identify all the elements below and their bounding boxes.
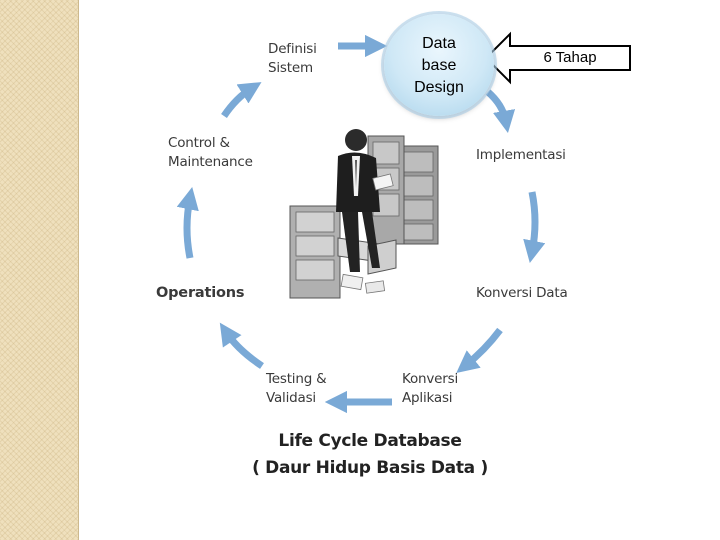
cycle-arrow-2 [485,89,516,134]
konversi-aplikasi-line-2: Aplikasi [402,390,453,406]
definisi-line-1: Definisi [268,41,317,57]
database-design-line-3: Design [414,79,464,96]
database-design-line-1: Data [422,35,456,52]
control-line-1: Control & [168,135,230,151]
stage-label-database-design: Data base Design [384,33,494,99]
stage-label-operations: Operations [156,284,244,303]
cycle-arrow-7 [176,187,199,259]
stage-label-konversi-aplikasi: Konversi Aplikasi [402,370,458,408]
implementasi-line-1: Implementasi [476,147,566,163]
cycle-arrow-6 [219,322,264,369]
cycle-arrow-3 [523,191,546,263]
callout-label: 6 Tahap [543,49,597,66]
database-design-line-2: base [421,57,457,74]
callout-arrow [484,31,631,85]
cycle-arrow-4 [456,327,503,373]
stage-label-control-maintenance: Control & Maintenance [168,134,253,172]
cycle-arrow-8 [221,82,262,118]
database-design-circle [384,14,494,116]
caption-subtitle: ( Daur Hidup Basis Data ) [252,458,488,478]
control-line-2: Maintenance [168,154,253,170]
definisi-line-2: Sistem [268,60,313,76]
testing-line-1: Testing & [266,371,327,387]
testing-line-2: Validasi [266,390,316,406]
businessman-filing-cabinets-icon [289,129,439,299]
diagram-caption: Life Cycle Database ( Daur Hidup Basis D… [250,428,490,482]
caption-title: Life Cycle Database [278,431,462,451]
konversi-data-line-1: Konversi Data [476,285,568,301]
stage-label-konversi-data: Konversi Data [476,284,568,303]
stage-label-definisi-sistem: Definisi Sistem [268,40,317,78]
konversi-aplikasi-line-1: Konversi [402,371,459,387]
stage-label-implementasi: Implementasi [476,146,566,165]
operations-line-1: Operations [156,285,245,301]
stage-label-testing-validasi: Testing & Validasi [266,370,327,408]
decorative-sidebar [0,0,79,540]
